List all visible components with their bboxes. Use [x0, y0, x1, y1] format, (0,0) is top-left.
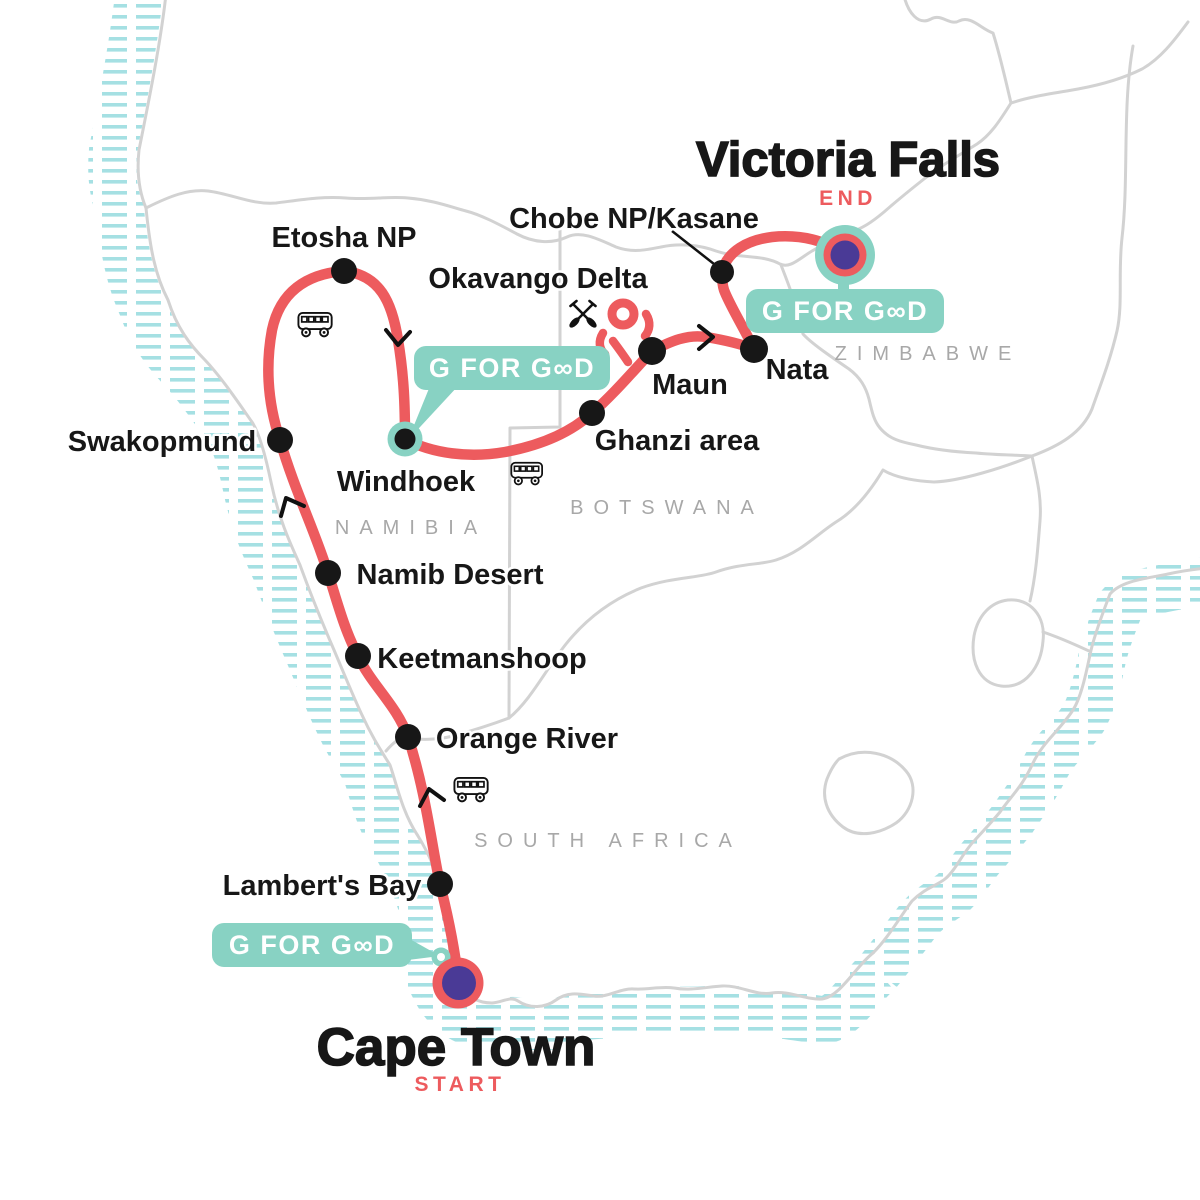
- badge-label: G FOR G∞D: [429, 353, 595, 383]
- badge-label: G FOR G∞D: [229, 930, 395, 960]
- country-label-namibia: NAMIBIA: [335, 517, 487, 539]
- g-for-good-badge-victoria-falls[interactable]: G FOR G∞D: [746, 262, 944, 333]
- country-borders: [144, 0, 1190, 836]
- stop-dot-nata: [740, 335, 768, 363]
- stop-dot-ghanzi: [579, 400, 605, 426]
- stop-dot-keetmanshoop: [345, 643, 371, 669]
- stop-dot-orange-river: [395, 724, 421, 750]
- okavango-delta-shape: [595, 298, 654, 367]
- end-tag: END: [819, 187, 877, 210]
- label-etosha-np: Etosha NP: [271, 222, 416, 254]
- end-title: Victoria Falls: [696, 133, 1000, 187]
- label-keetmanshoop: Keetmanshoop: [377, 643, 586, 675]
- bus-icon: [297, 311, 333, 338]
- coastline: [136, 0, 1200, 1008]
- label-nata: Nata: [766, 354, 830, 386]
- badge-pill: [414, 346, 610, 390]
- bus-icon: [510, 461, 543, 486]
- label-chobe-np-kasane: Chobe NP/Kasane: [509, 203, 759, 235]
- stop-dot-namib-desert: [315, 560, 341, 586]
- label-ghanzi-area: Ghanzi area: [595, 425, 760, 457]
- badge-anchor-dot-center: [437, 953, 445, 961]
- route-direction-chevron: [697, 324, 715, 351]
- badge-label: G FOR G∞D: [762, 296, 928, 326]
- route-direction-chevron: [279, 496, 306, 518]
- route-direction-chevron: [418, 787, 446, 808]
- stop-dot-chobe: [710, 260, 734, 284]
- stop-dot-etosha: [331, 258, 357, 284]
- g-for-good-badge-windhoek[interactable]: G FOR G∞D: [408, 346, 610, 440]
- badge-pill: [746, 289, 944, 333]
- stop-dot-maun: [638, 337, 666, 365]
- route-stops: [267, 258, 768, 897]
- badge-pill: [212, 923, 412, 967]
- stop-marker-windhoek: [387, 421, 423, 457]
- start-title: Cape Town: [317, 1018, 596, 1077]
- chobe-leader-line: [671, 230, 715, 265]
- g-for-good-badge-cape-town[interactable]: G FOR G∞D: [212, 923, 451, 967]
- label-okavango-delta: Okavango Delta: [428, 263, 648, 295]
- label-swakopmund: Swakopmund: [68, 426, 257, 458]
- country-label-botswana: BOTSWANA: [570, 497, 764, 519]
- country-label-zimbabwe: ZIMBABWE: [835, 343, 1022, 365]
- stop-dot-lamberts-bay: [427, 871, 453, 897]
- end-marker-victoria-falls: [815, 225, 875, 285]
- crossed-paddles-icon: [566, 299, 600, 331]
- coast-hatching: [88, 0, 1200, 1051]
- label-maun: Maun: [652, 369, 728, 401]
- stop-dot-swakopmund: [267, 427, 293, 453]
- label-orange-river: Orange River: [436, 723, 618, 755]
- bus-icon: [453, 776, 489, 803]
- country-label-south-africa: SOUTH AFRICA: [474, 830, 742, 852]
- label-windhoek: Windhoek: [337, 466, 476, 498]
- start-tag: START: [415, 1073, 506, 1096]
- label-namib-desert: Namib Desert: [357, 559, 544, 591]
- route-direction-chevrons: [279, 324, 715, 808]
- label-lamberts-bay: Lambert's Bay: [223, 870, 422, 902]
- start-marker-cape-town: [432, 957, 484, 1009]
- badge-tail: [408, 386, 458, 440]
- route-direction-chevron: [384, 328, 412, 347]
